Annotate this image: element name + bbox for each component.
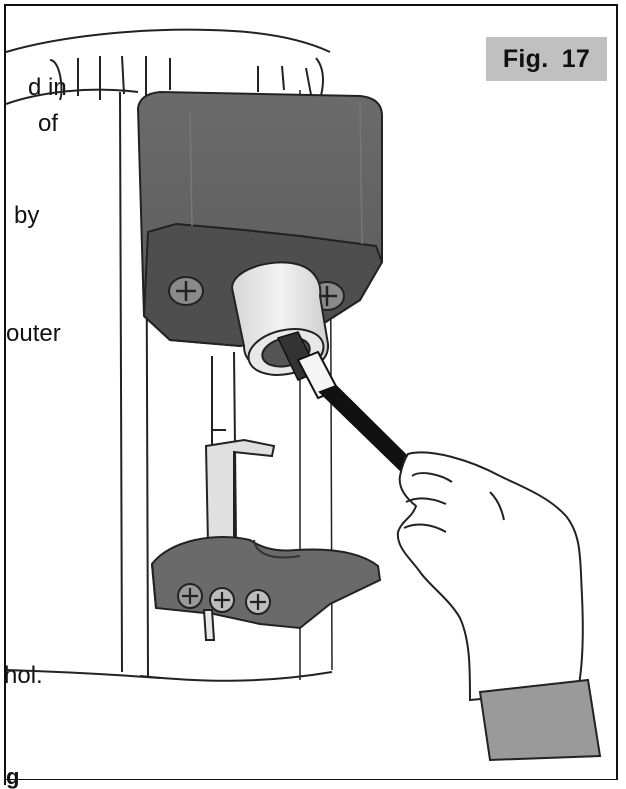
text-fragment-3: by <box>14 202 40 229</box>
hand-icon <box>396 451 602 762</box>
chute <box>204 351 276 546</box>
frame-left-border <box>4 4 6 785</box>
text-fragment-2: of <box>38 110 59 137</box>
screw-icon <box>168 276 204 306</box>
text-fragment-4: outer <box>6 320 61 347</box>
screw-icon <box>245 589 271 615</box>
frame-bottom-border <box>4 779 618 780</box>
lower-holder <box>150 536 382 630</box>
screw-icon <box>177 583 203 609</box>
figure-label: Fig. 17 <box>486 37 607 81</box>
bracket-pin <box>202 609 216 641</box>
screw-icon <box>209 587 235 613</box>
text-fragment-5: hol. <box>4 662 43 689</box>
text-fragment-6: g <box>6 764 20 789</box>
